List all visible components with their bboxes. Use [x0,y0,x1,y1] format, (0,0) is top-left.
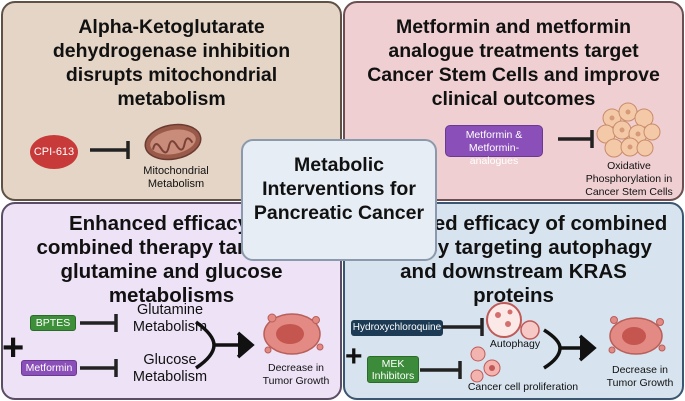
panel-metformin-csc: Metformin and metformin analogue treatme… [343,1,684,201]
hydroxychloroquine-tag: Hydroxychloroquine [351,320,443,336]
panel-akg-title: Alpha-Ketoglutarate dehydrogenase inhibi… [52,16,291,110]
mitochondrial-metabolism-label: Mitochondrial Metabolism [143,165,209,190]
plus-sign-left: + [2,327,25,369]
autophagy-outcome-label: Decrease in Tumor Growth [606,364,674,389]
glutamine-metabolism-label: Glutamine Metabolism [132,302,208,335]
metformin-analogues-tag: Metformin & Metformin-analogues [445,125,543,167]
cpi-613-label: CPI-613 [33,146,75,158]
glucose-metabolism-label: Glucose Metabolism [132,352,208,385]
plus-sign-right: + [345,340,363,373]
center-title-box: Metabolic Interventions for Pancreatic C… [241,139,437,261]
metformin-label: Metformin [25,362,73,374]
panel-glutamine-title: Enhanced efficacy of combined therapy ta… [36,212,307,307]
cpi-613-badge: CPI-613 [30,135,78,169]
oxphos-csc-label: Oxidative Phosphorylation in Cancer Stem… [585,160,673,198]
metformin-analogues-label: Metformin & Metformin-analogues [465,129,523,167]
bptes-label: BPTES [35,317,71,329]
glutamine-outcome-label: Decrease in Tumor Growth [262,362,330,387]
metformin-tag: Metformin [21,360,77,376]
mek-inhibitors-tag: MEK Inhibitors [367,356,419,383]
panel-autophagy-title: Enhanced efficacy of combined therapy ta… [359,212,668,307]
panel-akg-inhibition: Alpha-Ketoglutarate dehydrogenase inhibi… [1,1,342,201]
cell-proliferation-label: Cancer cell proliferation [467,381,579,393]
autophagy-label: Autophagy [489,338,541,350]
center-title: Metabolic Interventions for Pancreatic C… [253,154,425,224]
hydroxychloroquine-label: Hydroxychloroquine [352,322,442,333]
panel-metformin-title: Metformin and metformin analogue treatme… [367,16,660,110]
bptes-tag: BPTES [30,315,76,331]
mek-inhibitors-label: MEK Inhibitors [371,358,415,382]
